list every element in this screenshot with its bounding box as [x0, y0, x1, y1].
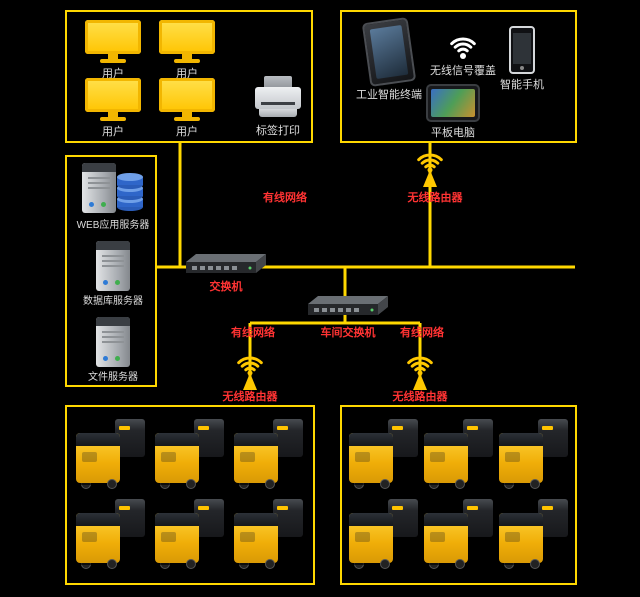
welding-machine-group — [347, 499, 421, 571]
wire-feeder-icon — [193, 499, 224, 537]
wireless-router-label-right: 无线路由器 — [392, 391, 448, 403]
tablet-pc-icon — [426, 84, 480, 122]
wifi-antenna-icon — [412, 146, 448, 188]
server-tower-icon — [96, 317, 130, 367]
welding-machine-group — [232, 499, 306, 571]
wired-network-label-right: 有线网络 — [400, 327, 444, 339]
welder-icon — [348, 513, 393, 563]
office-zone: 用户 用户 用户 用户 标签打印 — [65, 10, 313, 143]
core-switch-icon — [184, 253, 268, 275]
file-server: 文件服务器 — [67, 317, 159, 384]
wifi-coverage: 无线信号覆盖 — [430, 30, 496, 77]
label-printer: 标签打印 — [251, 76, 305, 137]
smartphone: 智能手机 — [500, 26, 544, 91]
web-server: WEB应用服务器 — [67, 161, 159, 232]
welder-icon — [154, 513, 199, 563]
file-server-label: 文件服务器 — [88, 372, 138, 383]
welder-icon — [234, 513, 279, 563]
workshop-left-zone — [65, 405, 315, 585]
wire-feeder-icon — [537, 499, 568, 537]
database-server-label: 数据库服务器 — [83, 296, 143, 307]
welder-icon — [423, 513, 468, 563]
printer-label: 标签打印 — [256, 125, 300, 137]
web-server-label: WEB应用服务器 — [76, 220, 150, 231]
database-cylinders-icon — [117, 173, 143, 211]
welding-machine-group — [153, 499, 227, 571]
wifi-coverage-label: 无线信号覆盖 — [430, 65, 496, 77]
user-terminal: 用户 — [157, 78, 217, 138]
monitor-icon — [159, 78, 215, 121]
welding-machine-group — [422, 499, 496, 571]
welder-icon — [75, 433, 120, 483]
workshop-right-zone — [340, 405, 577, 585]
wifi-antenna-icon — [232, 349, 268, 391]
tablet-pc-label: 平板电脑 — [431, 127, 475, 139]
user-label: 用户 — [176, 68, 198, 80]
welder-icon — [498, 433, 543, 483]
tablet-pc: 平板电脑 — [424, 84, 482, 139]
server-tower-icon — [96, 241, 130, 291]
smartphone-label: 智能手机 — [500, 79, 544, 91]
mobile-devices-zone: 工业智能终端 无线信号覆盖 智能手机 平板电脑 — [340, 10, 577, 143]
workshop-switch-icon — [306, 295, 390, 317]
wireless-router-label-top: 无线路由器 — [407, 192, 463, 204]
web-server-icon — [80, 161, 146, 215]
printer-icon — [255, 76, 301, 120]
wire-feeder-icon — [193, 419, 224, 457]
core-switch-label: 交换机 — [209, 281, 243, 293]
wire-feeder-icon — [273, 499, 304, 537]
smartphone-icon — [509, 26, 535, 74]
welding-machine-group — [232, 419, 306, 491]
user-terminal: 用户 — [83, 78, 143, 138]
welder-icon — [75, 513, 120, 563]
welding-machine-grid — [67, 407, 313, 583]
welding-machine-group — [422, 419, 496, 491]
wire-feeder-icon — [387, 499, 418, 537]
wire-feeder-icon — [462, 499, 493, 537]
wire-feeder-icon — [537, 419, 568, 457]
wire-feeder-icon — [273, 419, 304, 457]
industrial-terminal-label: 工业智能终端 — [356, 89, 422, 101]
wireless-router-label-left: 无线路由器 — [222, 391, 278, 403]
welding-machine-grid — [342, 407, 575, 583]
workshop-switch-label: 车间交换机 — [320, 327, 376, 339]
server-tower-icon — [82, 163, 116, 213]
welder-icon — [348, 433, 393, 483]
wired-network-label-left: 有线网络 — [231, 327, 275, 339]
industrial-terminal: 工业智能终端 — [354, 17, 424, 101]
user-label: 用户 — [102, 126, 124, 138]
monitor-icon — [85, 78, 141, 121]
welding-machine-group — [74, 419, 148, 491]
welding-machine-group — [347, 419, 421, 491]
wire-feeder-icon — [387, 419, 418, 457]
wire-feeder-icon — [114, 419, 145, 457]
server-zone: WEB应用服务器 数据库服务器 文件服务器 — [65, 155, 157, 387]
welding-machine-group — [497, 419, 571, 491]
welder-icon — [154, 433, 199, 483]
wire-feeder-icon — [114, 499, 145, 537]
welding-machine-group — [74, 499, 148, 571]
monitor-icon — [85, 20, 141, 63]
welder-icon — [234, 433, 279, 483]
database-server: 数据库服务器 — [67, 241, 159, 308]
monitor-icon — [159, 20, 215, 63]
welder-icon — [498, 513, 543, 563]
user-terminal: 用户 — [157, 20, 217, 80]
user-label: 用户 — [102, 68, 124, 80]
industrial-tablet-icon — [361, 17, 417, 87]
wifi-icon — [450, 37, 476, 59]
user-label: 用户 — [176, 126, 198, 138]
welding-machine-group — [153, 419, 227, 491]
wifi-antenna-icon — [402, 349, 438, 391]
welding-machine-group — [497, 499, 571, 571]
wire-feeder-icon — [462, 419, 493, 457]
user-terminal: 用户 — [83, 20, 143, 80]
wired-network-label-top: 有线网络 — [263, 192, 307, 204]
welder-icon — [423, 433, 468, 483]
